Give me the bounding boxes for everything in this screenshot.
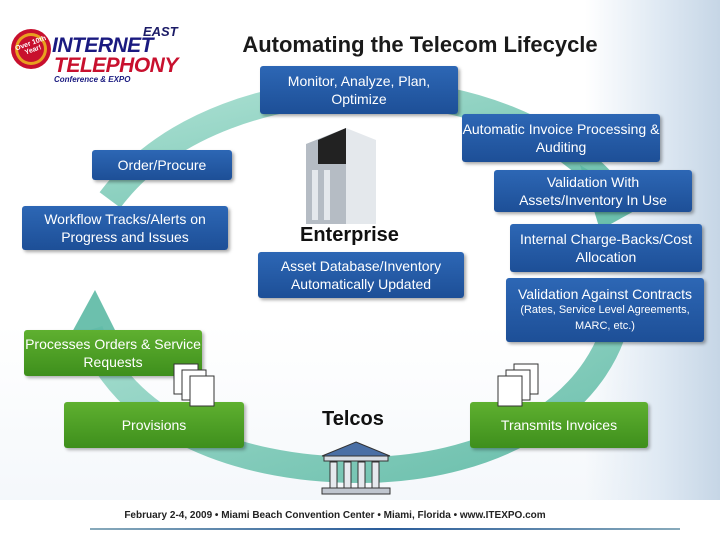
telcos-label: Telcos <box>322 408 384 430</box>
asset-database-box: Asset Database/Inventory Automatically U… <box>258 252 464 298</box>
footer-text: February 2-4, 2009 • Miami Beach Convent… <box>124 510 546 521</box>
badge-icon <box>11 29 51 69</box>
footer-bar <box>0 500 720 540</box>
logo-line-1: INTERNET <box>52 34 154 57</box>
documents-icon <box>497 363 539 407</box>
building-icon <box>306 128 376 224</box>
validation-contracts-main: Validation Against Contracts <box>517 286 693 302</box>
order-procure-box: Order/Procure <box>92 150 232 180</box>
invoice-processing-box: Automatic Invoice Processing & Auditing <box>462 114 660 162</box>
validation-assets-box: Validation With Assets/Inventory In Use <box>494 170 692 212</box>
workflow-box: Workflow Tracks/Alerts on Progress and I… <box>22 206 228 250</box>
enterprise-label: Enterprise <box>300 224 399 246</box>
conference-logo: Over 10th Year! EAST INTERNET TELEPHONY … <box>8 22 186 84</box>
logo-line-2: TELEPHONY <box>54 54 178 77</box>
logo-line-3: Conference & EXPO <box>54 75 131 84</box>
documents-icon <box>173 363 215 407</box>
transmits-invoices-box: Transmits Invoices <box>470 402 648 448</box>
logo-east: EAST <box>143 24 178 39</box>
validation-contracts-detail: (Rates, Service Level Agreements, MARC, … <box>520 304 690 332</box>
provisions-box: Provisions <box>64 402 244 448</box>
slide-title: Automating the Telecom Lifecycle <box>242 32 598 57</box>
processes-orders-box: Processes Orders & Service Requests <box>24 330 202 376</box>
bank-icon <box>321 441 391 495</box>
validation-contracts-box: Validation Against Contracts (Rates, Ser… <box>506 278 704 342</box>
monitor-box: Monitor, Analyze, Plan, Optimize <box>260 66 458 114</box>
chargebacks-box: Internal Charge-Backs/Cost Allocation <box>510 224 702 272</box>
footer-divider <box>90 528 680 530</box>
